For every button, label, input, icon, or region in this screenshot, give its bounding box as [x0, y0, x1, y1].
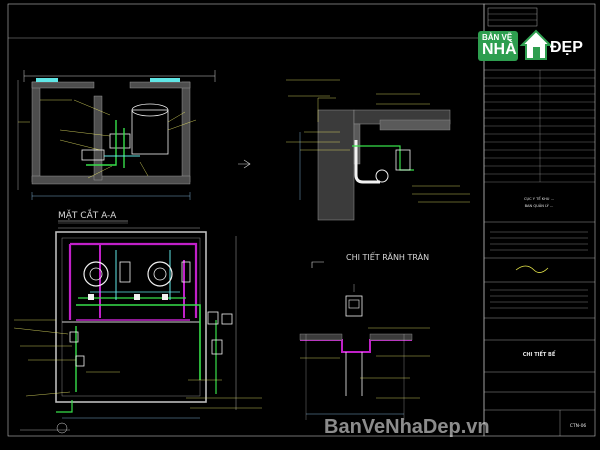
- site-logo[interactable]: BẢN VẼ NHÀ ĐẸP: [478, 27, 593, 67]
- title-note-1: CỤC Y TẾ KHU ...: [524, 195, 554, 201]
- sheet-label: CHI TIẾT BỂ: [523, 350, 556, 358]
- signature-mark: [515, 265, 549, 273]
- logo-brand-right: ĐẸP: [550, 39, 583, 56]
- title-block: CỤC Y TẾ KHU ... BAN QUẢN LÝ ... CHI TIẾ…: [483, 3, 596, 437]
- house-icon: [519, 29, 553, 60]
- sheet-code: CTN-06: [570, 423, 587, 429]
- logo-top-text: BẢN VẼ: [482, 33, 513, 42]
- logo-brand-left: NHÀ: [482, 41, 517, 58]
- watermark: BanVeNhaDep.vn: [324, 416, 490, 438]
- detail-title: CHI TIẾT RÃNH TRÀN: [346, 251, 429, 262]
- logo-badge: [478, 31, 518, 61]
- plan-view: [13, 227, 262, 434]
- section-title: MẶT CẮT A-A: [58, 208, 117, 221]
- title-note-2: BAN QUẢN LÝ ...: [525, 203, 554, 208]
- bottom-detail: [299, 284, 430, 420]
- elevation-section: [17, 70, 251, 200]
- detail-title-corner: [311, 261, 324, 268]
- overflow-detail-section: [286, 79, 470, 221]
